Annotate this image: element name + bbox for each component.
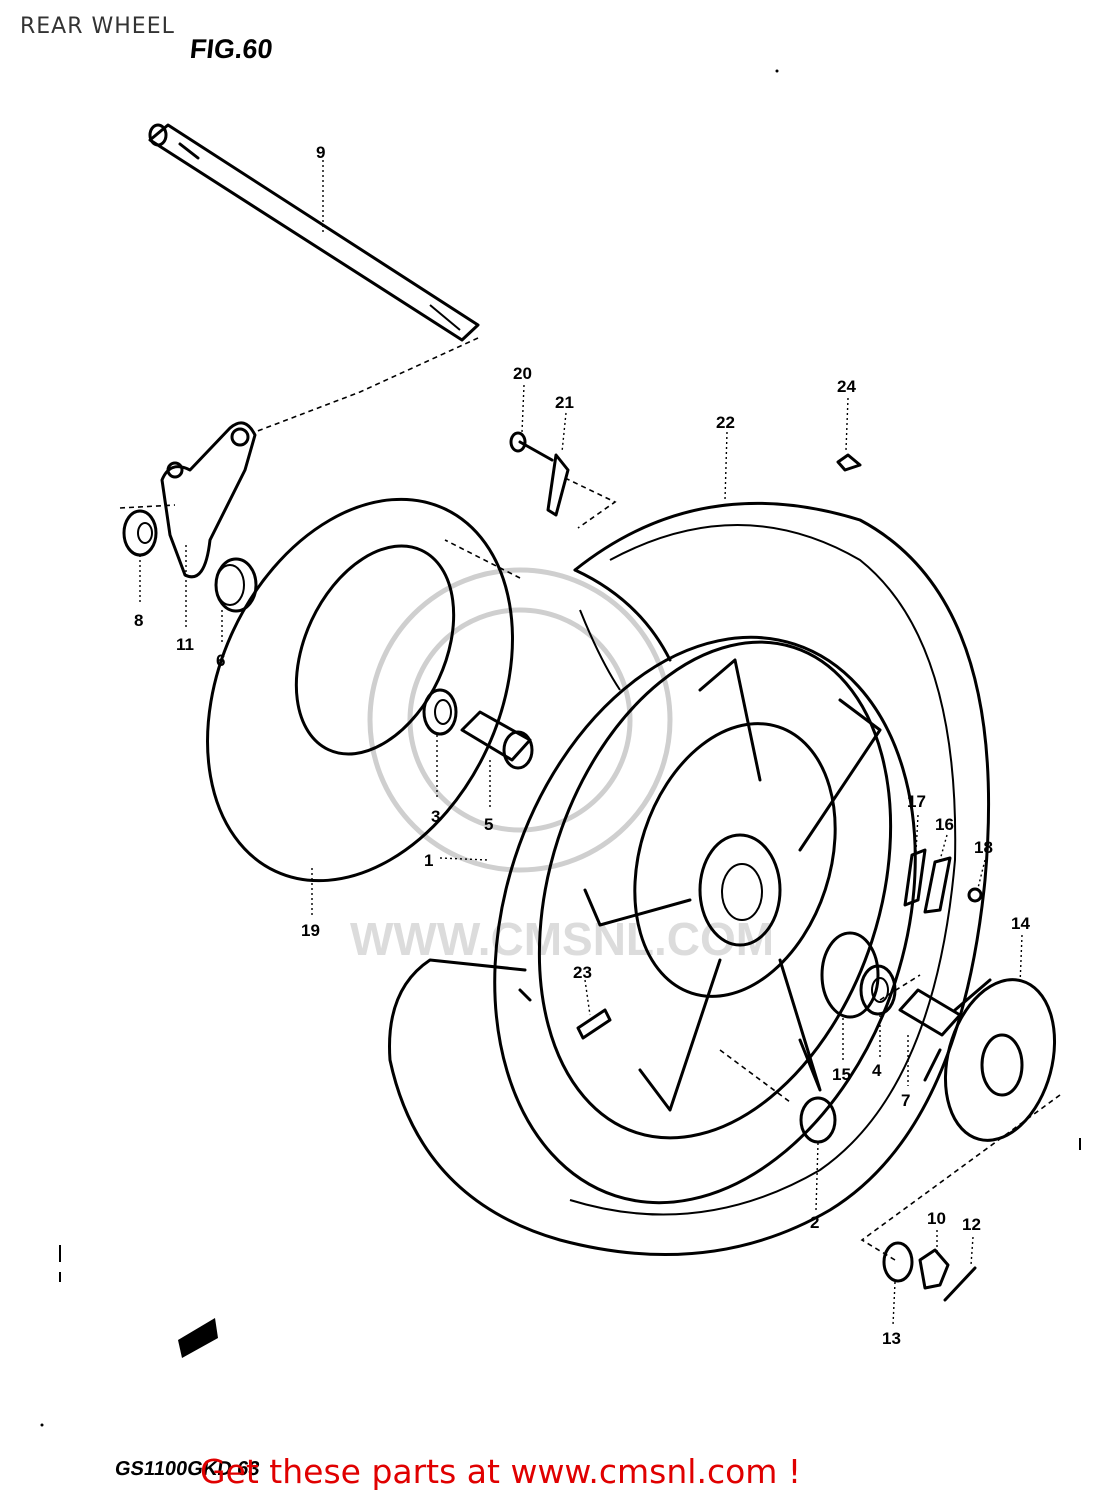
- watermark: WWW.CMSNL.COM: [350, 567, 774, 965]
- callout-labels: 9 20 21 22 24 8 11 6 3 5 1 19 17 16 18 1…: [134, 143, 1030, 1348]
- callout-18: 18: [974, 838, 993, 857]
- callout-11: 11: [176, 635, 194, 654]
- part-brake-disc: [206, 497, 514, 883]
- callout-1: 1: [424, 851, 433, 870]
- part-screw-18: [967, 887, 983, 903]
- part-oring-15: [820, 931, 880, 1019]
- part-plate-17: [903, 848, 927, 907]
- callout-9: 9: [316, 143, 325, 162]
- assembly-guides: [119, 337, 1061, 1261]
- callout-23: 23: [573, 963, 592, 982]
- page-title: REAR WHEEL: [20, 14, 175, 39]
- callout-6: 6: [216, 651, 225, 670]
- callout-12: 12: [962, 1215, 981, 1234]
- callout-10: 10: [927, 1209, 946, 1228]
- callout-3: 3: [431, 807, 440, 826]
- part-plate-16: [923, 856, 952, 914]
- callout-15: 15: [832, 1065, 851, 1084]
- promo-link[interactable]: Get these parts at www.cmsnl.com !: [200, 1452, 802, 1491]
- part-adjuster: [160, 421, 257, 579]
- part-tyre: [388, 501, 991, 1257]
- callout-20: 20: [513, 364, 532, 383]
- callout-8: 8: [134, 611, 143, 630]
- part-spacer-7: [898, 988, 962, 1037]
- callout-2: 2: [810, 1213, 819, 1232]
- callout-4: 4: [872, 1061, 882, 1080]
- part-valve-24: [836, 453, 862, 472]
- direction-arrow-icon: [178, 1318, 218, 1358]
- callout-7: 7: [901, 1091, 910, 1110]
- callout-17: 17: [907, 792, 926, 811]
- part-bolt-20: [509, 431, 554, 462]
- callout-21: 21: [555, 393, 574, 412]
- part-wheel: [493, 635, 917, 1205]
- part-axle: [148, 123, 480, 342]
- leader-lines: [139, 160, 1023, 1326]
- callout-19: 19: [301, 921, 320, 940]
- callout-22: 22: [716, 413, 735, 432]
- callout-24: 24: [837, 377, 856, 396]
- part-valve-23: [576, 1008, 612, 1040]
- watermark-text: WWW.CMSNL.COM: [350, 913, 774, 965]
- part-washer-8: [122, 509, 158, 557]
- part-plate-21: [546, 453, 570, 517]
- part-sprocket-hub: [923, 978, 1057, 1142]
- callout-5: 5: [484, 815, 493, 834]
- callout-14: 14: [1011, 914, 1030, 933]
- margin-marks: [40, 69, 1081, 1427]
- part-nut-10: [918, 1248, 950, 1290]
- part-spacer-6: [214, 557, 258, 613]
- part-spacer-5: [460, 710, 534, 770]
- callout-16: 16: [935, 815, 954, 834]
- part-washer-13: [882, 1241, 914, 1283]
- callout-13: 13: [882, 1329, 901, 1348]
- part-pin-12: [943, 1266, 977, 1302]
- part-cap-2: [799, 1096, 837, 1144]
- part-bearing-3: [422, 688, 458, 736]
